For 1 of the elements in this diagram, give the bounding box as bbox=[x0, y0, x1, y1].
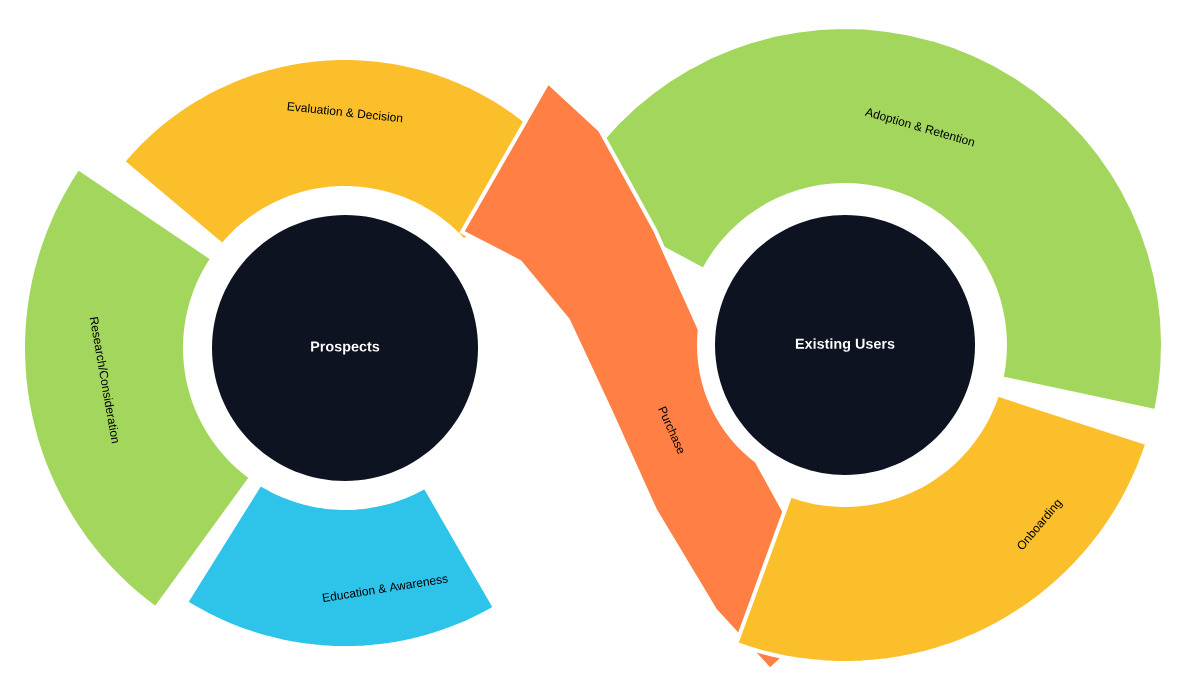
node-label: Existing Users bbox=[795, 338, 895, 352]
